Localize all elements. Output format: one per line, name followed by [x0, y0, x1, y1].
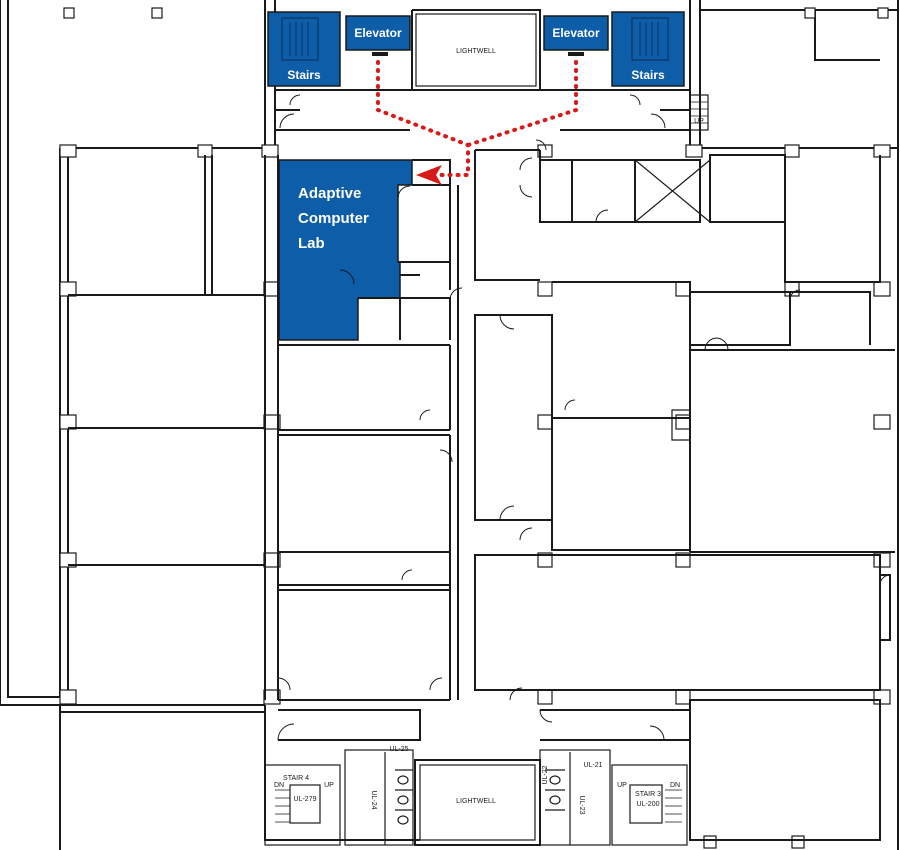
- adaptive-computer-lab: Adaptive Computer Lab: [278, 159, 413, 341]
- top-right-stairs: Stairs: [611, 11, 685, 87]
- lab-label-line3: Lab: [298, 235, 325, 252]
- top-core: [275, 9, 709, 131]
- route-arrow-icon: [416, 165, 442, 185]
- ul22-label: UL-22: [542, 765, 549, 784]
- ul21-label: UL-21: [583, 762, 602, 769]
- ul279-label: UL-279: [294, 796, 317, 803]
- dn-right-label: DN: [670, 782, 680, 789]
- up-label-top-right: UP: [694, 118, 704, 125]
- ul200-label: UL-200: [637, 801, 660, 808]
- lab-label-line1: Adaptive: [298, 185, 361, 202]
- stairs-right-label: Stairs: [631, 68, 665, 82]
- center-block: [474, 139, 895, 841]
- route-to-lab: [376, 60, 578, 185]
- up-left-label: UP: [324, 782, 334, 789]
- stairs-left-label: Stairs: [287, 68, 321, 82]
- left-wing-rooms: [60, 155, 420, 841]
- lightwell-top-label: LIGHTWELL: [456, 48, 496, 55]
- stair4-label: STAIR 4: [283, 775, 309, 782]
- lab-label-line2: Computer: [298, 210, 369, 227]
- elevator-left-label: Elevator: [354, 26, 402, 40]
- up-right-label: UP: [617, 782, 627, 789]
- lightwell-bottom-label: LIGHTWELL: [456, 798, 496, 805]
- bottom-core: [264, 709, 691, 846]
- elevator-right-label: Elevator: [552, 26, 600, 40]
- ul24-label: UL-24: [370, 790, 377, 809]
- ul23-label: UL-23: [578, 795, 585, 814]
- stair3-label: STAIR 3: [635, 791, 661, 798]
- center-left-rooms: [277, 159, 463, 701]
- top-right-elevator: Elevator: [543, 15, 609, 56]
- top-left-elevator: Elevator: [345, 15, 411, 56]
- top-left-stairs: Stairs: [267, 11, 341, 87]
- ul25-label: UL-25: [389, 746, 408, 753]
- dn-left-label: DN: [274, 782, 284, 789]
